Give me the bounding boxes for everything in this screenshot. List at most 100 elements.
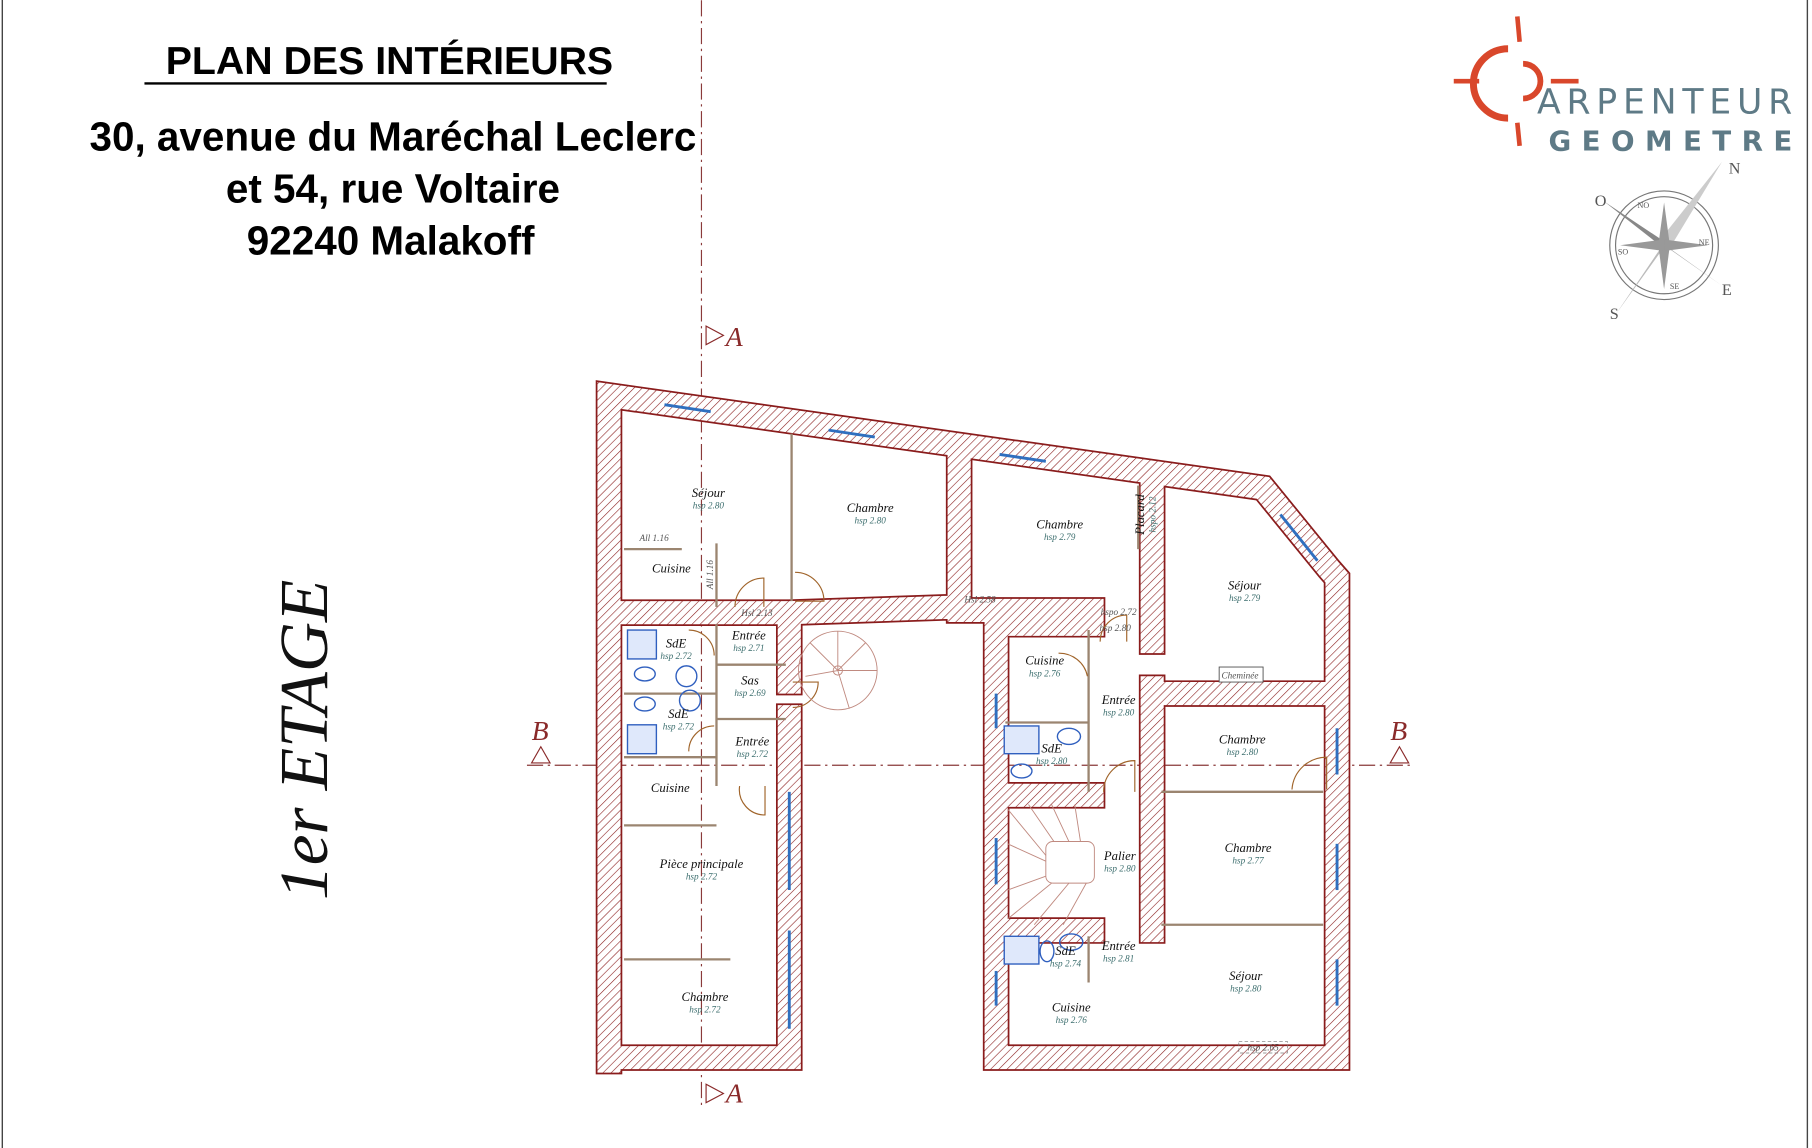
plan-annotation: hspo 2.72 [1101,607,1137,617]
compass-rose-icon: N O E S NO NE SE SO [1595,161,1741,324]
room-ceiling-height: hsp 2.80 [1230,984,1262,994]
partitions [624,433,1324,1054]
room-name: Chambre [682,990,729,1004]
section-label: B [532,715,549,746]
room-ceiling-height: hsp 2.72 [663,721,695,731]
room-name: Chambre [1225,841,1272,855]
plan-title: PLAN DES INTÉRIEURS [166,39,613,83]
room-ceiling-height: hsp 2.81 [1103,954,1134,964]
staircase-icon [1007,804,1095,926]
room-name: Cuisine [652,561,691,575]
compass-ne: NE [1699,238,1710,247]
section-label: B [1390,715,1407,746]
plan-annotation: All 1.16 [638,533,669,543]
room-name: SdE [666,636,687,650]
room-name: Chambre [1219,732,1266,746]
room-ceiling-height: hsp 2.72 [660,651,692,661]
room-name: Palier [1103,849,1136,863]
room-label: Cuisine [652,561,691,575]
room-ceiling-height: hsp 2.80 [1227,747,1259,757]
plan-annotation: Hsl 2.13 [740,608,773,618]
bathroom-fixtures-icon [626,629,1084,965]
room-name: SdE [1055,944,1076,958]
room-name: SdE [668,707,689,721]
room-name: Sas [741,673,759,687]
address-line-3: 92240 Malakoff [247,217,535,263]
room-ceiling-height: hsp 2.72 [737,749,769,759]
room-ceiling-height: hsp 2.69 [734,688,766,698]
plan-annotation: Cheminée [1222,671,1259,681]
compass-no: NO [1638,201,1650,210]
compass-se: SE [1670,282,1679,291]
section-marker-b-right: B [1389,715,1410,764]
floor-label: 1er ETAGE [265,580,342,900]
room-name: Entrée [731,628,766,642]
room-name: Séjour [692,486,725,500]
room-ceiling-height: hsp 2.77 [1232,855,1264,865]
room-name: Cuisine [651,781,690,795]
address-line-2: et 54, rue Voltaire [226,165,560,211]
room-ceiling-height: hsp 2.80 [693,501,725,511]
room-name: Cuisine [1052,1000,1091,1014]
room-name: Entrée [1101,693,1136,707]
room-name: Pièce principale [659,857,744,871]
room-ceiling-height: hsp 2.79 [1044,532,1076,542]
room-ceiling-height: hspo 2.12 [1148,496,1158,532]
plan-annotation: All 1.16 [705,560,715,591]
room-name: Chambre [1036,517,1083,531]
room-name: Séjour [1229,969,1262,983]
section-marker-a-bottom: A [705,1078,744,1109]
room-ceiling-height: hsp 2.76 [1056,1015,1088,1025]
room-name: Entrée [1101,939,1136,953]
section-label: A [724,321,744,352]
logo-text-arpenteur: ARPENTEUR [1537,82,1798,122]
section-marker-a-top: A [705,321,744,352]
walls [595,380,1351,1075]
plan-annotation: hsp 2.80 [1100,623,1132,633]
compass-so: SO [1618,247,1628,256]
room-ceiling-height: hsp 2.71 [733,643,764,653]
room-ceiling-height: hsp 2.74 [1050,958,1082,968]
room-name: Séjour [1228,579,1261,593]
room-ceiling-height: hsp 2.80 [1104,864,1136,874]
compass-s: S [1610,306,1619,323]
compass-e: E [1722,282,1732,299]
address-line-1: 30, avenue du Maréchal Leclerc [89,113,696,159]
section-marker-b-left: B [530,715,552,764]
room-ceiling-height: hsp 2.79 [1229,593,1261,603]
room-ceiling-height: hsp 2.76 [1029,668,1061,678]
room-ceiling-height: hsp 2.80 [1103,708,1135,718]
logo-emblem-icon [1453,16,1579,147]
logo-text-geometre: GEOMETRE [1549,124,1803,157]
doors [688,571,1328,816]
plan-annotation: hsp 2.65 [1247,1043,1279,1053]
compass-n: N [1729,161,1741,178]
compass-o: O [1595,193,1607,210]
room-ceiling-height: hsp 2.72 [686,872,718,882]
company-logo: ARPENTEUR GEOMETRE [1453,16,1803,157]
room-name: Cuisine [1025,654,1064,668]
